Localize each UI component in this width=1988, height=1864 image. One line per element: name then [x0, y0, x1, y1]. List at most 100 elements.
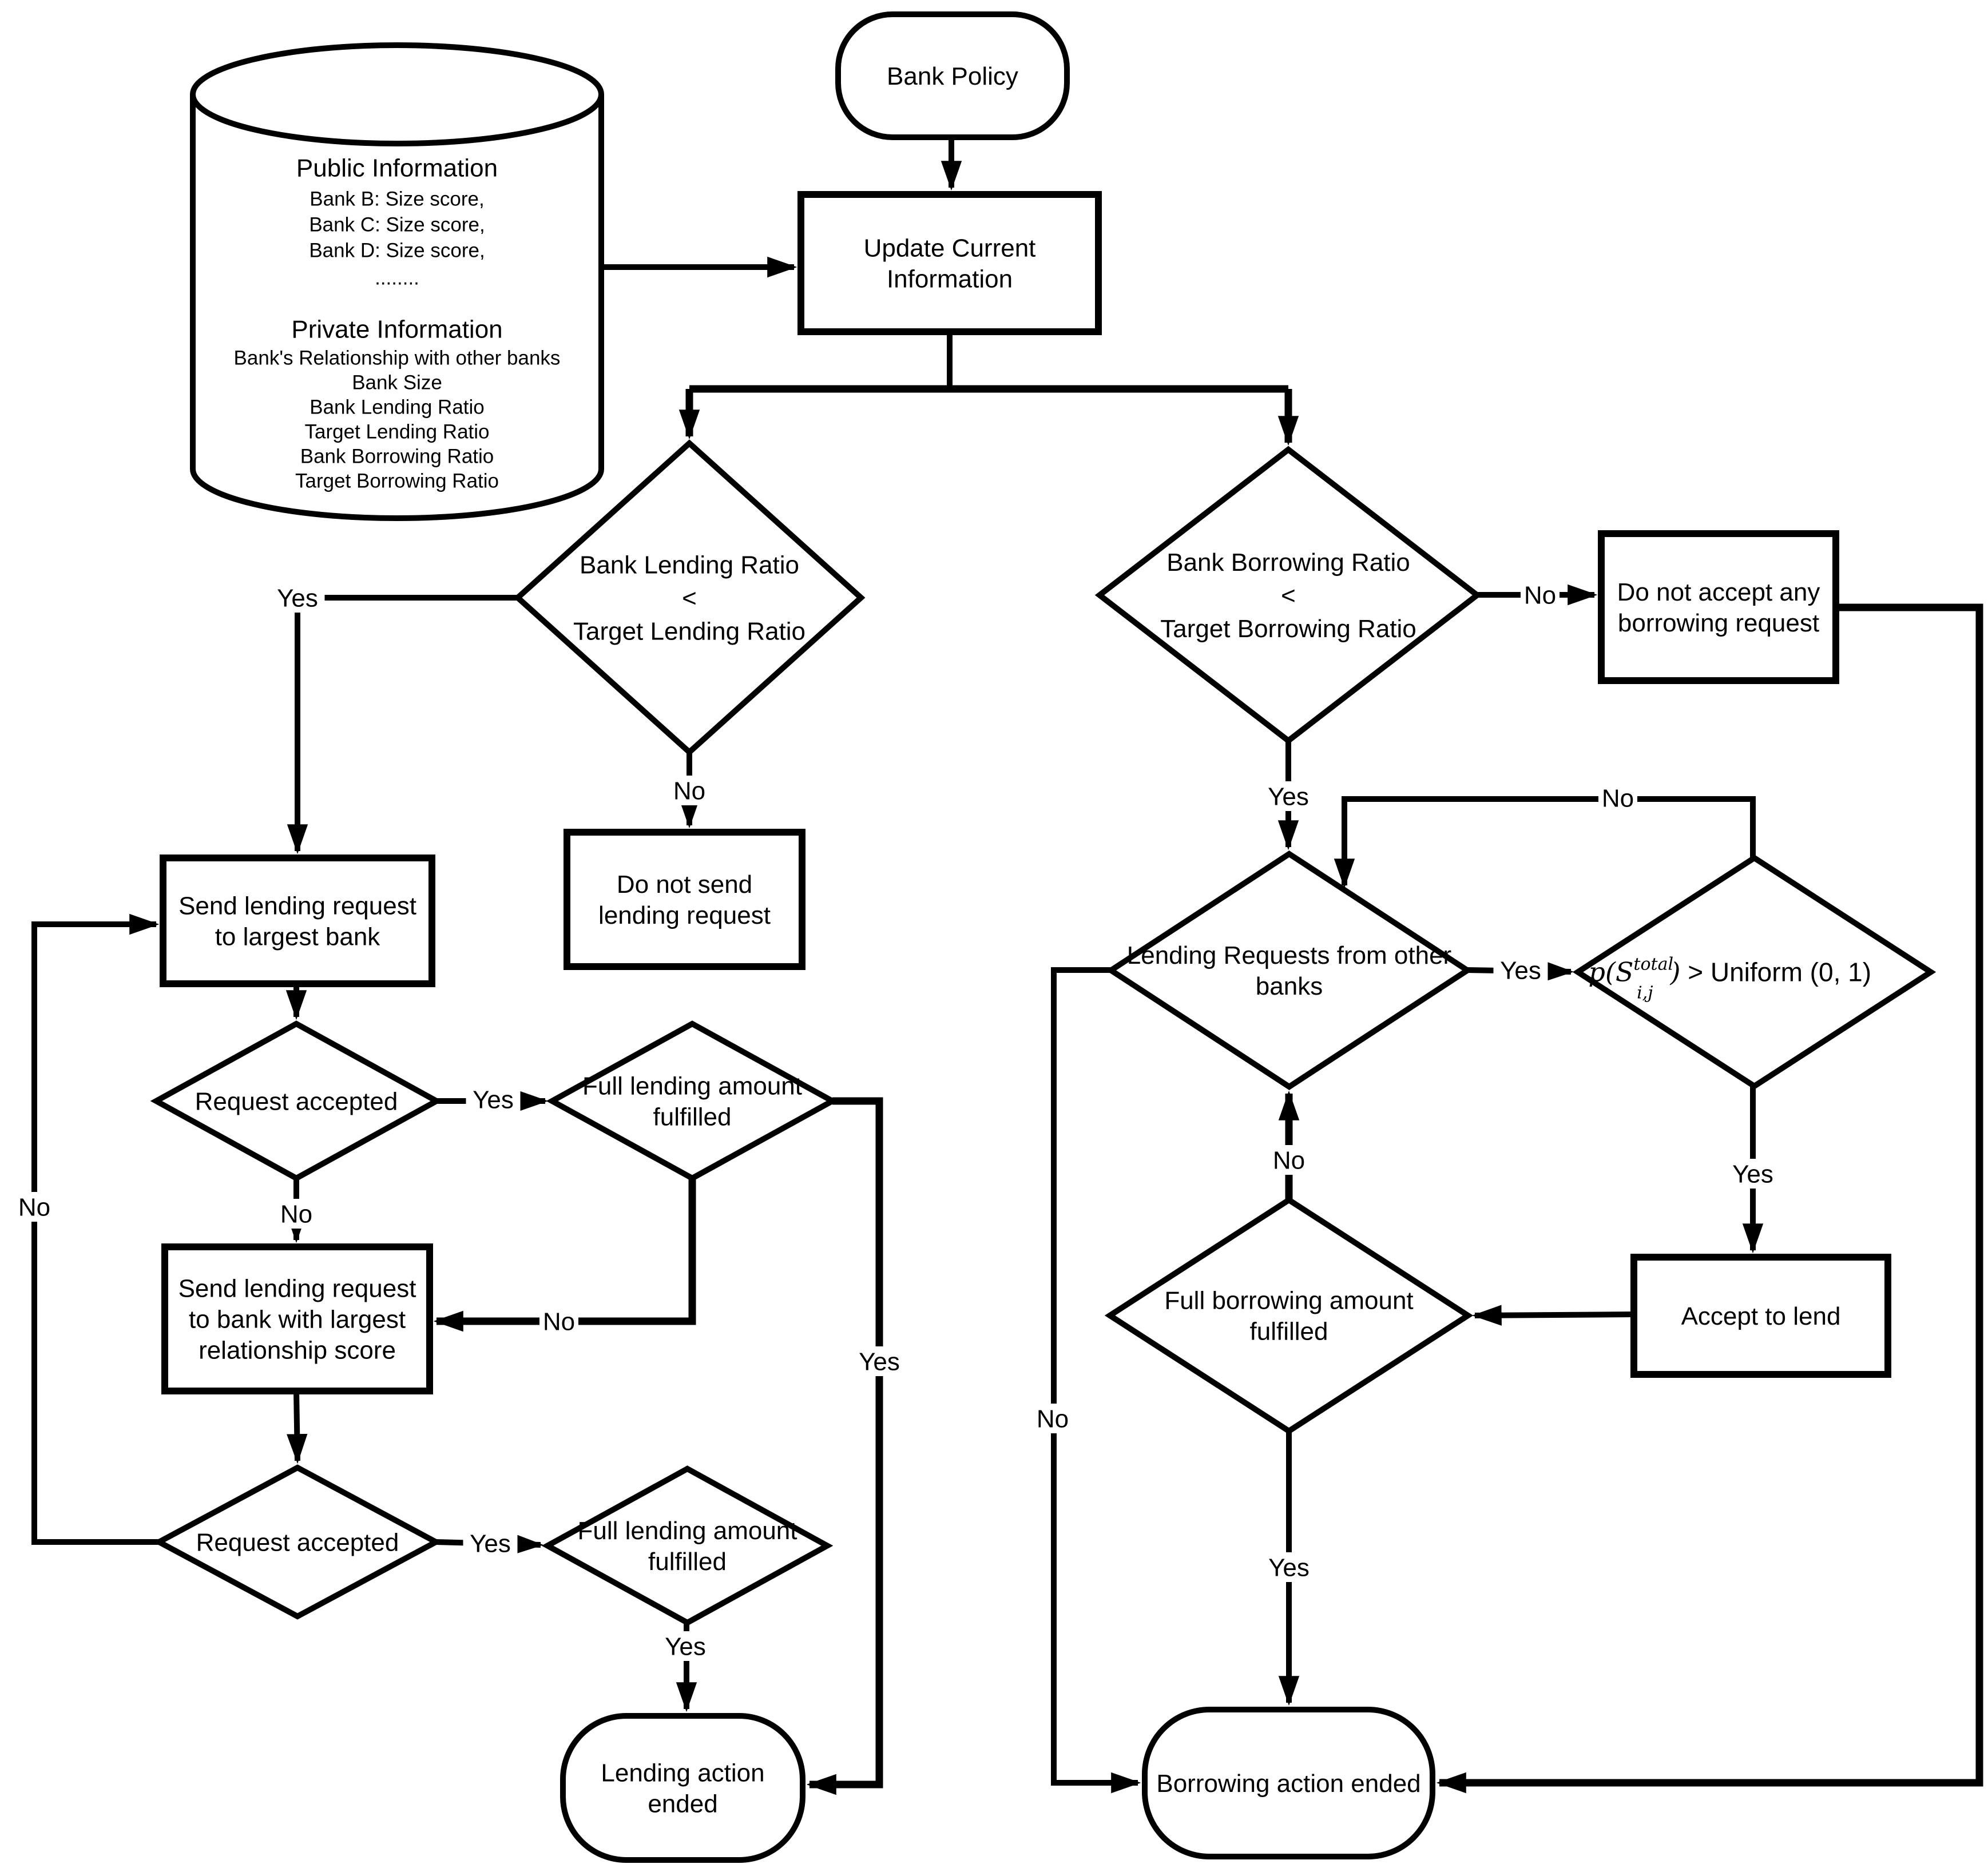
edge-label-bg: [1521, 580, 1560, 610]
do-not-send-lending-label: lending request: [598, 901, 771, 929]
edge-label-text: No: [1602, 784, 1634, 812]
request-accepted-first-shape: [150, 1020, 443, 1182]
borrowing-ratio-check-label: Bank Borrowing Ratio: [1166, 549, 1410, 577]
information-database-line: Private Information: [291, 315, 502, 343]
lending-ratio-check-label: Bank Lending Ratio: [580, 551, 799, 579]
node-request-accepted-first: Request accepted: [150, 1020, 443, 1182]
full-lending-fulfilled-first-label: Full lending amount: [582, 1072, 802, 1100]
edge-label-yes-5: Yes: [852, 1346, 907, 1376]
edge-label-yes-11: Yes: [1493, 955, 1548, 985]
edge-fulfilled-first-no: [433, 1178, 696, 1332]
borrowing-ratio-check-shape: [1094, 446, 1482, 745]
send-request-relationship-bank-label: to bank with largest: [189, 1305, 406, 1333]
full-borrowing-fulfilled-label: Full borrowing amount: [1164, 1286, 1413, 1314]
do-not-send-lending-label: Do not send: [617, 871, 752, 899]
bank-policy-label: Bank Policy: [887, 62, 1018, 90]
information-database-line: Bank Lending Ratio: [309, 396, 485, 418]
edge-label-bg: [1725, 1159, 1780, 1189]
edge-label-bg: [1261, 1552, 1316, 1582]
information-database-line: Bank D: Size score,: [309, 239, 485, 261]
edge-label-no-4: No: [539, 1306, 578, 1336]
full-borrowing-fulfilled-label: fulfilled: [1250, 1317, 1328, 1345]
node-full-lending-fulfilled-second: Full lending amount fulfilled: [541, 1465, 834, 1626]
information-database-body: [190, 94, 604, 521]
edge-label-bg: [1493, 955, 1548, 985]
edge-label-bg: [466, 1084, 521, 1114]
probability-uniform-check-math-part: p(S: [1589, 957, 1634, 988]
edge-label-yes-7: Yes: [463, 1528, 518, 1558]
information-database-line: Bank's Relationship with other banks: [234, 347, 561, 369]
lending-ratio-check-label: Target Lending Ratio: [573, 617, 805, 645]
information-database-line: ........: [375, 267, 419, 289]
full-lending-fulfilled-second-shape: [541, 1465, 834, 1626]
node-accept-to-lend: Accept to lend: [1630, 1254, 1891, 1378]
do-not-send-lending-shape: [564, 829, 805, 970]
edge-label-bg: [1261, 781, 1316, 811]
probability-uniform-check-math-part: > Uniform (0, 1): [1680, 957, 1871, 987]
edge-label-text: No: [1037, 1405, 1069, 1433]
edge-label-bg: [277, 1199, 316, 1229]
lending-action-ended-shape: [560, 1713, 805, 1863]
edge-label-yes-0: Yes: [270, 583, 325, 613]
accept-to-lend-label: Accept to lend: [1681, 1302, 1841, 1330]
edge-fulfilled-first-yes-long: [806, 1097, 883, 1795]
edge-label-yes-8: Yes: [658, 1631, 713, 1661]
edge-accept-lend-to-fulfilled: [1471, 1305, 1634, 1326]
send-request-largest-bank-shape: [160, 855, 435, 987]
edge-accepted-second-no-loop: [31, 913, 160, 1545]
information-database-lid: [190, 42, 604, 146]
edge-label-yes-13: Yes: [1725, 1159, 1780, 1189]
do-not-accept-borrowing-label: borrowing request: [1618, 609, 1819, 637]
lending-requests-other-banks-label: banks: [1256, 972, 1323, 1000]
node-request-accepted-second: Request accepted: [153, 1464, 442, 1620]
edge-relationship-to-accepted-second: [287, 1390, 308, 1464]
request-accepted-second-shape: [153, 1464, 442, 1620]
edge-label-text: No: [543, 1307, 575, 1336]
lending-action-ended-label: ended: [648, 1790, 717, 1818]
edge-label-text: No: [673, 777, 705, 805]
bank-policy-shape: [835, 11, 1070, 140]
borrowing-action-ended-shape: [1142, 1707, 1435, 1859]
edge-label-bg: [852, 1346, 907, 1376]
update-current-information-label: Information: [887, 265, 1013, 293]
node-borrowing-action-ended: Borrowing action ended: [1142, 1707, 1435, 1859]
lending-ratio-check-label: <: [682, 584, 697, 612]
edge-label-text: Yes: [1268, 782, 1309, 810]
information-database-line: Public Information: [296, 154, 498, 182]
edge-label-text: Yes: [277, 584, 318, 612]
edge-label-text: No: [18, 1193, 50, 1221]
full-lending-fulfilled-second-label: Full lending amount: [577, 1517, 797, 1545]
node-send-request-relationship-bank: Send lending request to bank with largest…: [161, 1243, 433, 1394]
node-lending-ratio-check: Bank Lending Ratio < Target Lending Ratio: [513, 439, 866, 756]
edge-label-text: Yes: [470, 1529, 511, 1557]
edge-label-bg: [539, 1306, 578, 1336]
request-accepted-second-label: Request accepted: [196, 1528, 399, 1556]
edge-label-text: Yes: [1732, 1160, 1773, 1188]
edge-label-text: Yes: [1500, 956, 1541, 984]
edge-label-no-9: No: [1521, 580, 1560, 610]
full-lending-fulfilled-first-shape: [546, 1020, 839, 1182]
accept-to-lend-shape: [1630, 1254, 1891, 1378]
edge-label-text: Yes: [473, 1086, 514, 1114]
edge-label-bg: [463, 1528, 518, 1558]
information-database-line: Bank Borrowing Ratio: [300, 445, 494, 467]
edge-label-no-1: No: [670, 776, 709, 805]
edge-label-no-6: No: [15, 1192, 54, 1222]
edge-label-no-16: No: [1033, 1404, 1072, 1433]
edge-label-yes-2: Yes: [466, 1084, 521, 1114]
send-request-relationship-bank-label: Send lending request: [178, 1274, 416, 1302]
probability-uniform-check-math-part: ): [1670, 957, 1681, 988]
edge-label-no-12: No: [1598, 783, 1637, 813]
information-database-line: Bank B: Size score,: [309, 188, 484, 210]
request-accepted-first-label: Request accepted: [195, 1087, 398, 1115]
node-full-borrowing-fulfilled: Full borrowing amount fulfilled: [1104, 1197, 1474, 1434]
edge-label-no-3: No: [277, 1199, 316, 1229]
full-lending-fulfilled-second-label: fulfilled: [648, 1548, 727, 1576]
update-current-information-shape: [797, 191, 1102, 335]
